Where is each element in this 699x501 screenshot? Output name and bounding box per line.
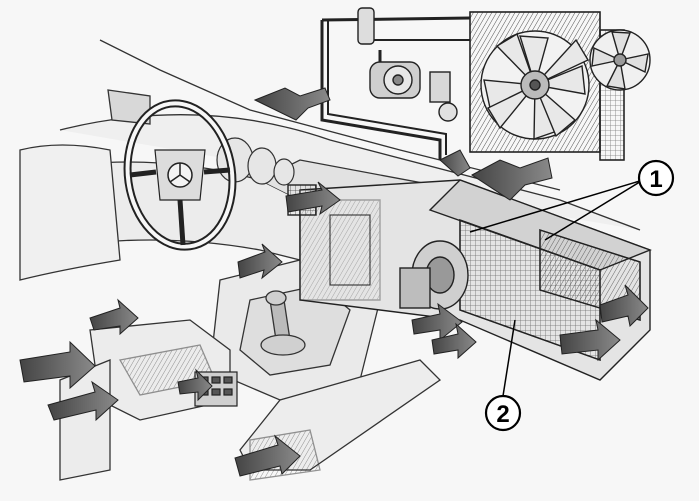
airflow-arrow-rear-lower (47, 380, 119, 422)
engine-fan (480, 30, 590, 140)
side-mirror (107, 89, 151, 125)
callout-2-circle (484, 394, 522, 432)
airflow-arrow-rear-centre (177, 368, 213, 402)
airflow-arrow-console-right (411, 302, 463, 342)
expansion-valve (429, 71, 451, 103)
callout-1-label: 1 (649, 166, 662, 193)
callout-2: 2 (484, 394, 522, 432)
callout-2-label: 2 (496, 401, 509, 428)
steering-wheel (123, 99, 237, 251)
airflow-arrows (19, 87, 649, 477)
airflow-arrow-center (439, 149, 471, 177)
leader-line-1a (469, 179, 644, 233)
leader-line-1b (544, 179, 644, 241)
receiver-drier (357, 7, 375, 45)
callout-1-circle (637, 159, 675, 197)
airflow-arrow-outlet-right (599, 284, 649, 328)
airflow-arrow-footwell-right (431, 322, 477, 360)
floor-duct-front (239, 359, 442, 481)
leader-lines (469, 179, 644, 397)
auxiliary-fan (589, 29, 651, 91)
cooling-module (320, 7, 651, 161)
airflow-arrow-door-left (89, 298, 139, 336)
leader-line-2 (502, 319, 516, 397)
airflow-arrow-rear-floor (234, 434, 301, 477)
airflow-arrow-footwell-left (237, 243, 283, 280)
compressor (369, 50, 421, 99)
airflow-arrow-defrost-right (471, 157, 553, 201)
airflow-arrow-defrost-left (253, 87, 331, 121)
airflow-arrow-passenger-side (559, 318, 621, 362)
airflow-arrow-face-left (285, 181, 341, 216)
airflow-arrow-rear-left (19, 340, 96, 390)
centre-vent (399, 267, 431, 309)
callout-1: 1 (637, 159, 675, 197)
